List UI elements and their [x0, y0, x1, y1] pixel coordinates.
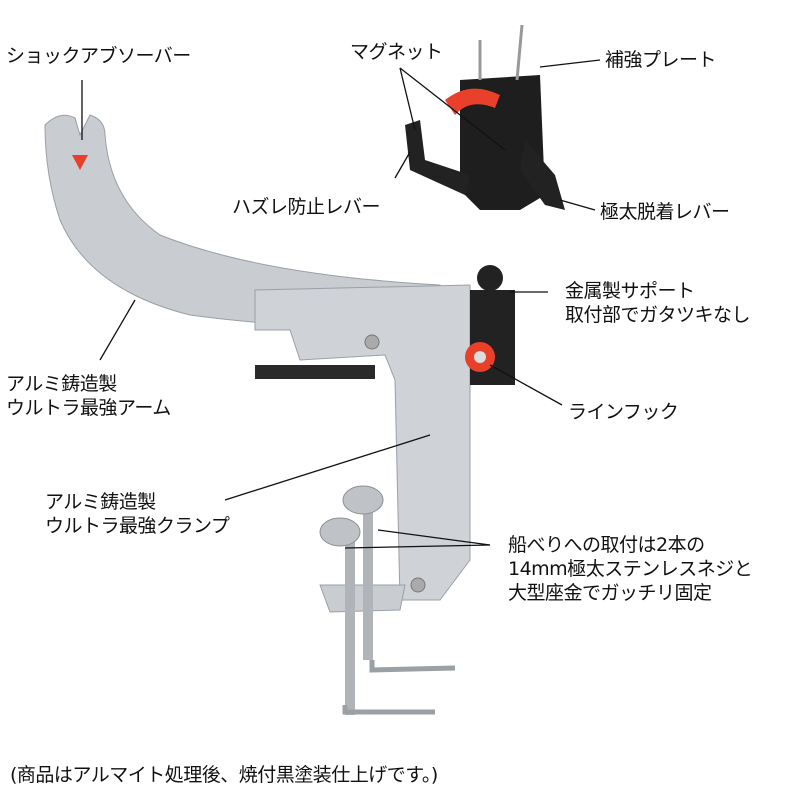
label-metal-support: 金属製サポート 取付部でガタツキなし: [565, 279, 751, 327]
slip-prevention-lever: [405, 120, 470, 195]
screw-1: [345, 525, 355, 715]
washer-2: [342, 485, 384, 515]
label-clamp: アルミ鋳造製 ウルトラ最強クランプ: [45, 490, 230, 538]
label-mounting-line3: 大型座金でガッチリ固定: [508, 582, 712, 604]
label-clamp-line1: アルミ鋳造製: [45, 491, 156, 513]
leader-lines: [81, 59, 601, 549]
label-mounting-line1: 船べりへの取付は2本の: [508, 534, 705, 556]
handle-2: [342, 705, 435, 715]
label-shock-absorber: ショックアブソーバー: [6, 45, 191, 67]
label-line-hook: ラインフック: [568, 401, 679, 423]
screw-2: [363, 500, 373, 660]
washer-1: [319, 517, 361, 547]
bolt-top: [364, 334, 380, 350]
rod-holder-body: [460, 75, 545, 210]
label-arm-line2: ウルトラ最強アーム: [6, 397, 171, 419]
handle-1: [369, 660, 456, 673]
footnote: (商品はアルマイト処理後、焼付黒塗装仕上げです。): [10, 764, 438, 786]
bolt-bottom: [410, 577, 426, 593]
clamp-lower-jaw: [319, 584, 406, 613]
label-mounting: 船べりへの取付は2本の 14mm極太ステンレスネジと 大型座金でガッチリ固定: [508, 533, 753, 605]
label-mounting-line2: 14mm極太ステンレスネジと: [508, 558, 753, 580]
label-magnet: マグネット: [350, 41, 443, 63]
rubber-pad: [255, 365, 375, 379]
aluminum-clamp: [254, 284, 471, 601]
red-ring: [445, 88, 500, 115]
label-thick-release-lever: 極太脱着レバー: [600, 201, 730, 223]
label-slip-prevention-lever: ハズレ防止レバー: [232, 196, 381, 218]
aluminum-arm: [44, 114, 456, 331]
release-lever: [520, 140, 565, 210]
label-clamp-line2: ウルトラ最強クランプ: [45, 515, 230, 537]
label-arm: アルミ鋳造製 ウルトラ最強アーム: [6, 372, 171, 420]
label-metal-support-line2: 取付部でガタツキなし: [565, 304, 751, 326]
label-arm-line1: アルミ鋳造製: [6, 373, 117, 395]
support-knob: [477, 265, 503, 291]
label-metal-support-line1: 金属製サポート: [565, 280, 695, 302]
shock-absorber-red-tip: [72, 155, 88, 170]
pin-2: [515, 24, 524, 81]
label-reinforcement-plate: 補強プレート: [605, 49, 717, 71]
